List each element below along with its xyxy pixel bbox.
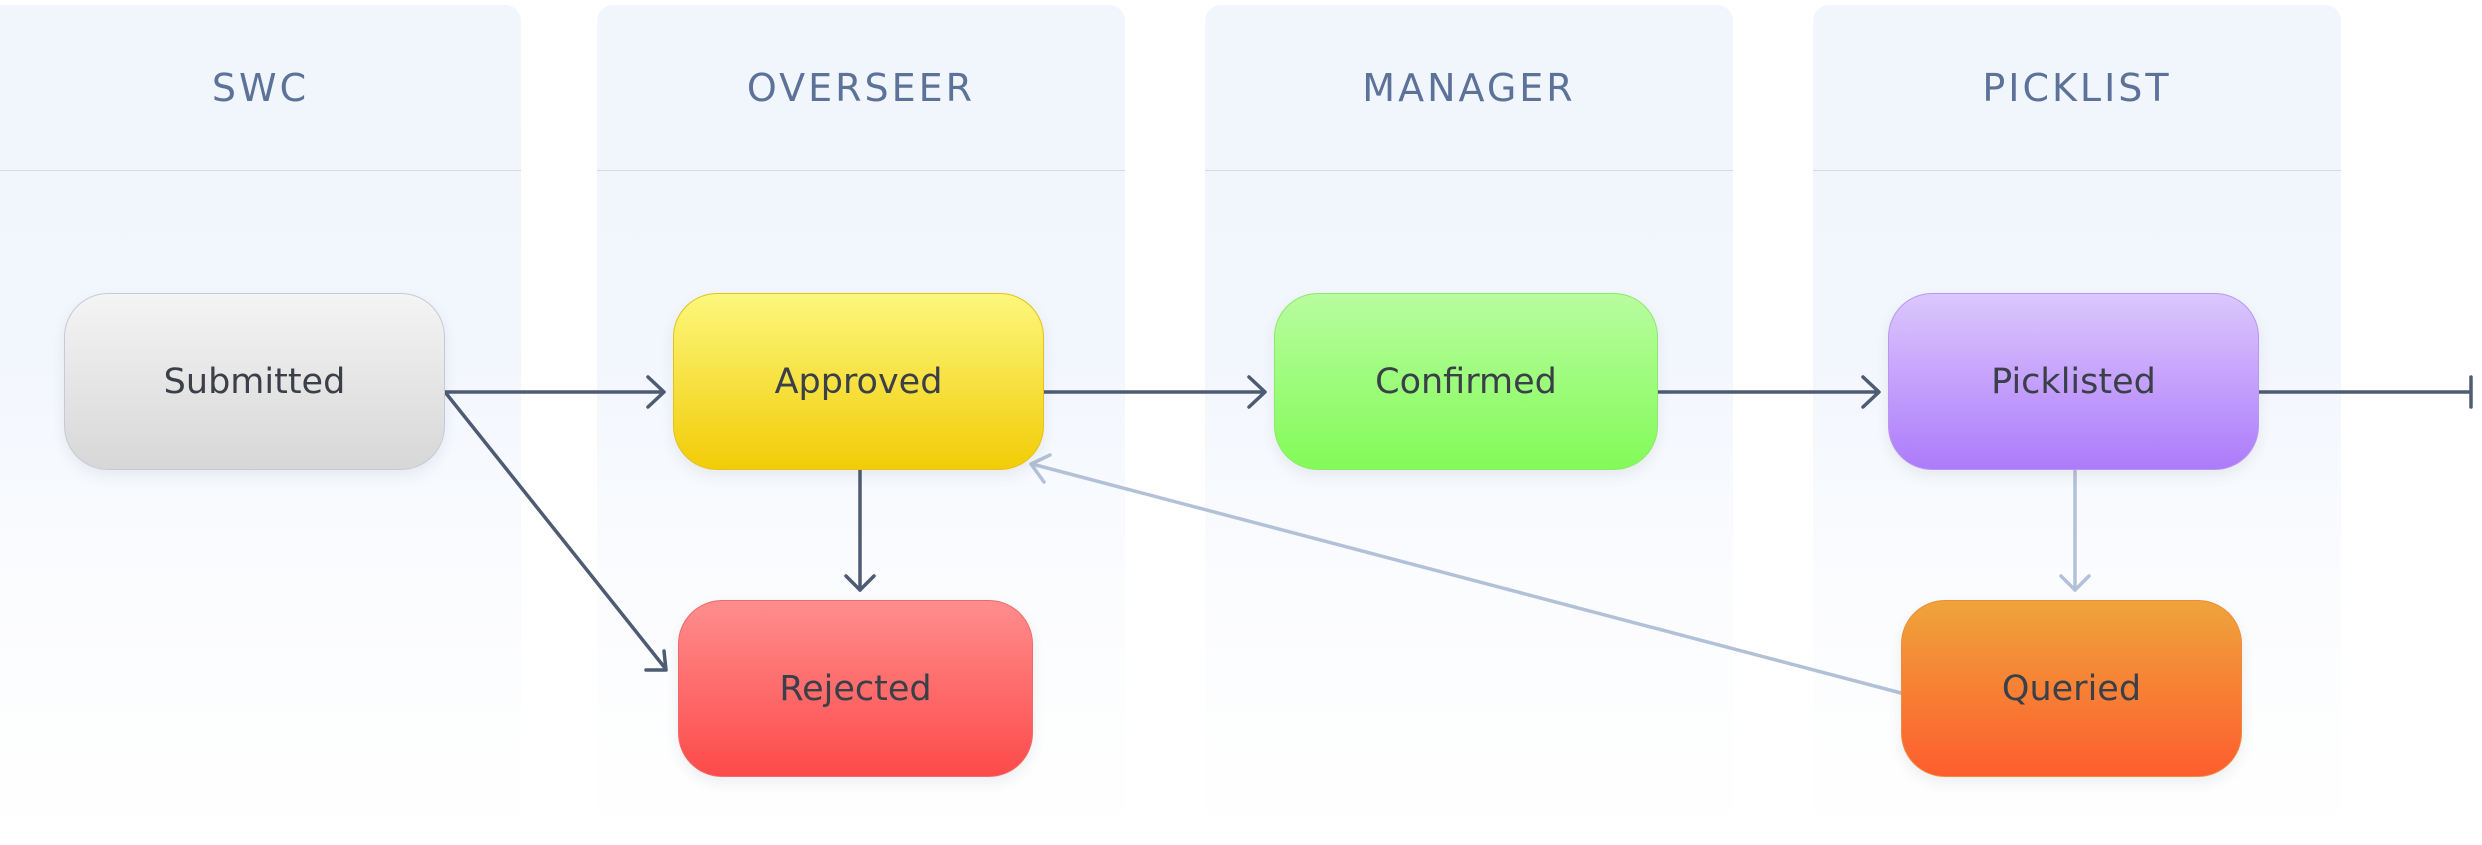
node-label: Confirmed [1375,361,1557,402]
node-submitted[interactable]: Submitted [64,293,445,470]
edge-queried-approved [1030,462,1903,695]
node-confirmed[interactable]: Confirmed [1274,293,1658,470]
lane-title: MANAGER [1362,65,1576,110]
node-label: Queried [2001,668,2142,709]
node-label: Picklisted [1991,361,2156,402]
lane-header-overseer: OVERSEER [597,5,1125,171]
edge-arrowhead [1247,375,1267,409]
lane-title: OVERSEER [746,65,976,110]
edge-arrowhead [844,574,876,592]
node-label: Submitted [163,361,346,402]
edge-arrowhead [644,649,668,672]
edge-arrowhead [646,375,666,409]
node-rejected[interactable]: Rejected [678,600,1033,777]
edge-arrowhead [2059,574,2091,592]
node-queried[interactable]: Queried [1901,600,2242,777]
lane-title: SWC [211,65,310,110]
edge-arrowhead [1861,375,1881,409]
lane-title: PICKLIST [1982,65,2172,110]
edge-submitted-rejected [443,390,667,670]
node-approved[interactable]: Approved [673,293,1044,470]
lane-header-manager: MANAGER [1205,5,1733,171]
node-picklisted[interactable]: Picklisted [1888,293,2259,470]
lane-header-picklist: PICKLIST [1813,5,2341,171]
edge-arrowhead [1029,453,1052,484]
lane-header-swc: SWC [0,5,521,171]
node-label: Rejected [779,668,932,709]
node-label: Approved [774,361,943,402]
